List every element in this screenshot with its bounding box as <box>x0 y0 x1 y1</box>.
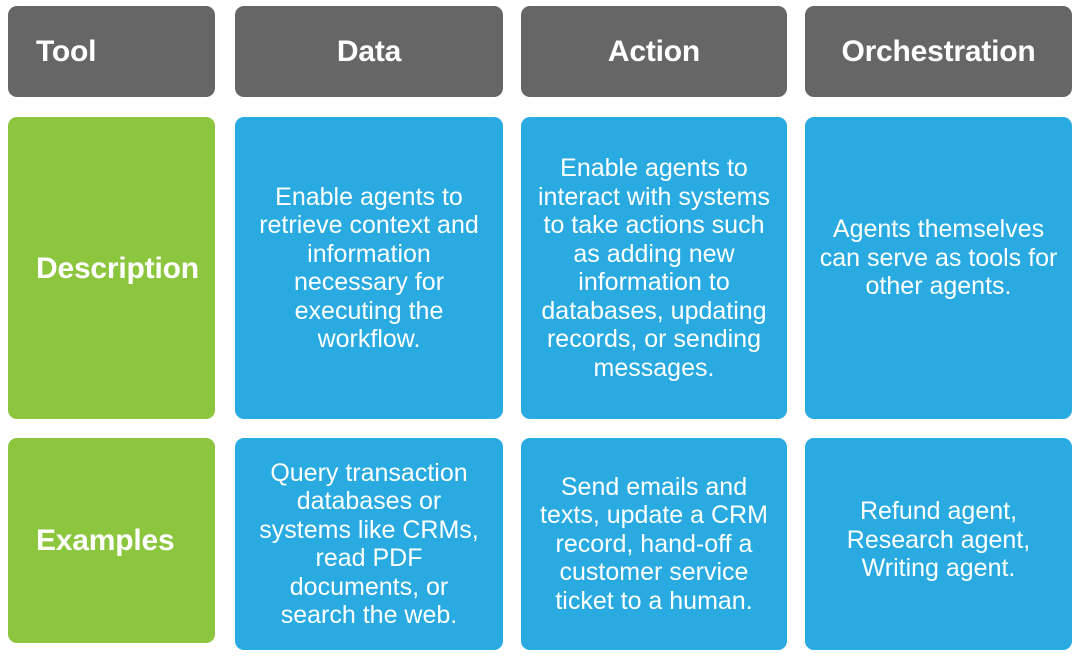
cell-examples-orchestration: Refund agent, Research agent, Writing ag… <box>805 438 1072 650</box>
cell-text-examples-data: Query transaction databases or systems l… <box>259 458 479 630</box>
row-label-text-description: Description <box>36 251 199 285</box>
row-label-text-examples: Examples <box>36 524 175 557</box>
header-label-tool: Tool <box>36 35 97 68</box>
header-cell-tool: Tool <box>8 6 215 97</box>
cell-text-description-action: Enable agents to interact with systems t… <box>537 154 770 382</box>
header-label-action: Action <box>607 35 701 68</box>
cell-text-description-orchestration: Agents themselves can serve as tools for… <box>819 215 1058 301</box>
cell-description-data: Enable agents to retrieve context and in… <box>235 117 503 419</box>
header-cell-data: Data <box>235 6 503 97</box>
row-label-description: Description <box>8 117 215 419</box>
cell-description-orchestration: Agents themselves can serve as tools for… <box>805 117 1072 419</box>
header-label-data: Data <box>336 35 402 68</box>
cell-examples-data: Query transaction databases or systems l… <box>235 438 503 650</box>
header-label-orchestration: Orchestration <box>841 35 1036 68</box>
cell-description-action: Enable agents to interact with systems t… <box>521 117 787 419</box>
cell-examples-action: Send emails and texts, update a CRM reco… <box>521 438 787 650</box>
cell-text-examples-action: Send emails and texts, update a CRM reco… <box>540 472 768 615</box>
row-label-examples: Examples <box>8 438 215 643</box>
cell-text-description-data: Enable agents to retrieve context and in… <box>259 182 479 354</box>
header-cell-orchestration: Orchestration <box>805 6 1072 97</box>
header-cell-action: Action <box>521 6 787 97</box>
cell-text-examples-orchestration: Refund agent, Research agent, Writing ag… <box>846 497 1031 583</box>
